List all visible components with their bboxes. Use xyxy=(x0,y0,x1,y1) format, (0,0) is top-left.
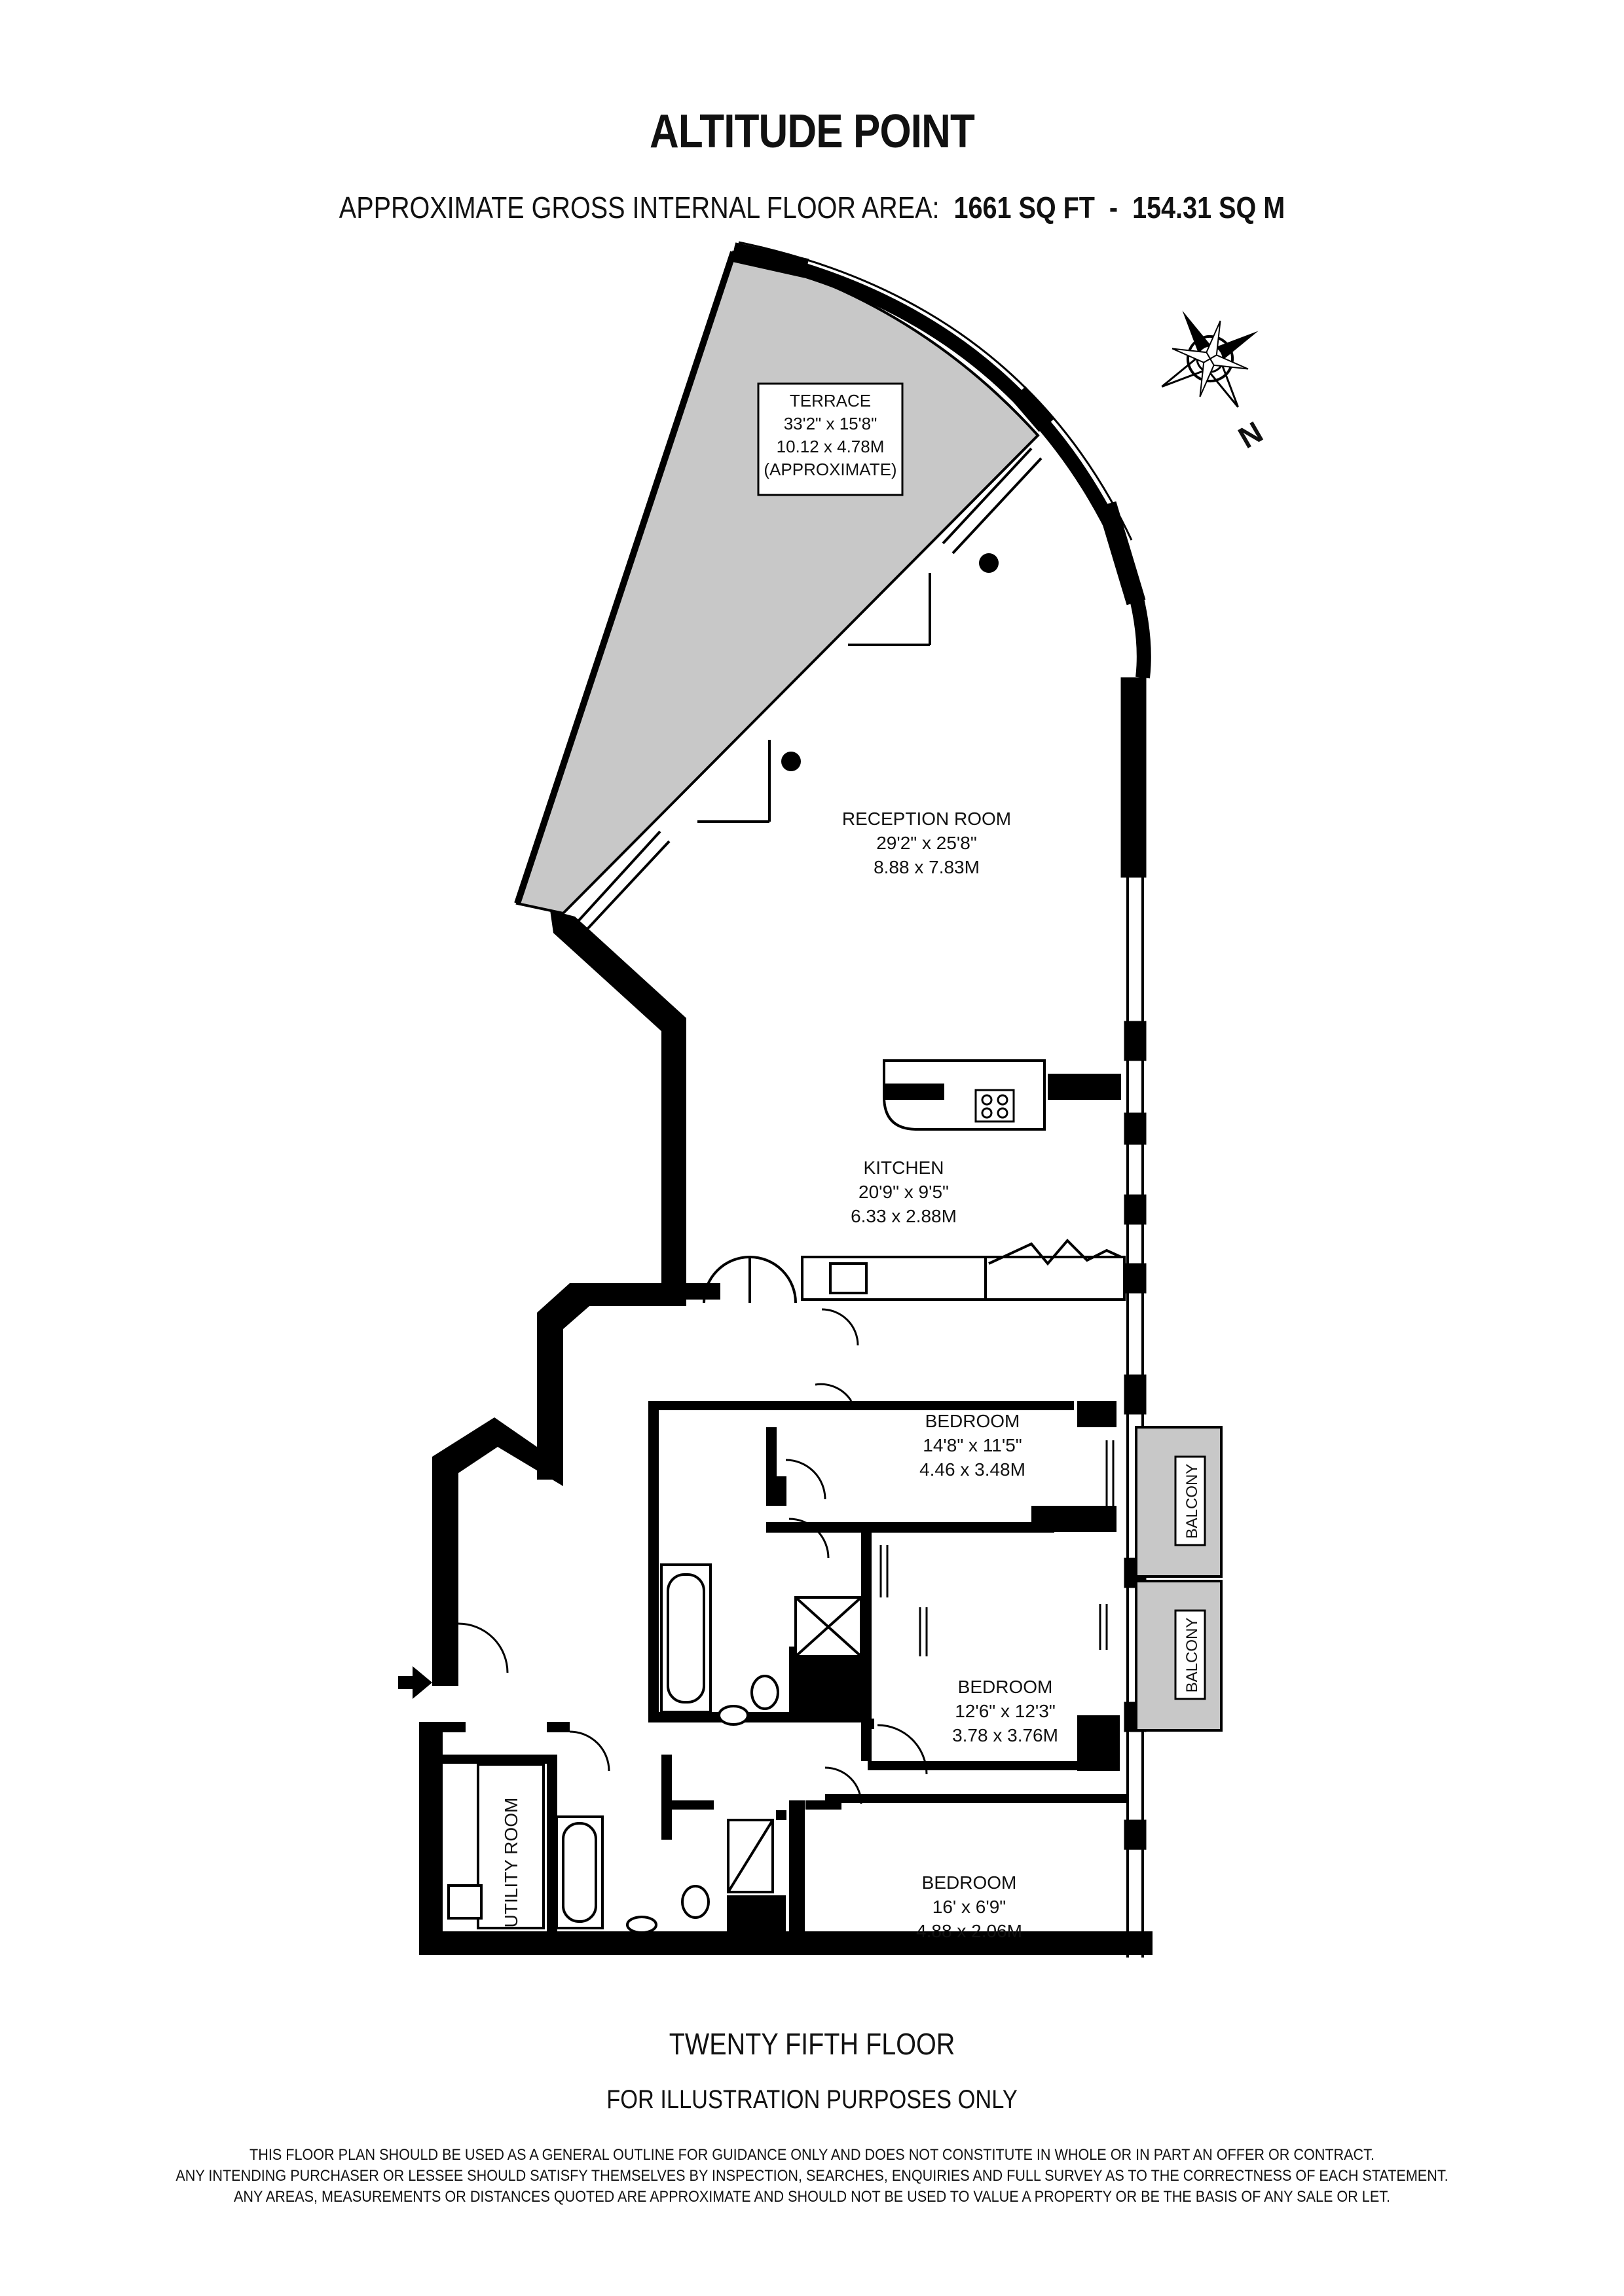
reception-metric: 8.88 x 7.83M xyxy=(874,857,980,877)
hob-icon xyxy=(974,1089,1015,1123)
sink-icon xyxy=(829,1262,868,1294)
utility-counter xyxy=(447,1763,545,1929)
disclaimer: THIS FLOOR PLAN SHOULD BE USED AS A GENE… xyxy=(140,2145,1484,2208)
kitchen-metric: 6.33 x 2.88M xyxy=(851,1206,957,1226)
floor-area-sqm: 154.31 SQ M xyxy=(1132,191,1285,225)
bedroom-3-metric: 4.88 x 2.06M xyxy=(916,1921,1022,1941)
kitchen-label: KITCHEN 20'9" x 9'5" 6.33 x 2.88M xyxy=(851,1157,957,1226)
terrace-name: TERRACE xyxy=(790,391,871,410)
balcony-1-label: BALCONY xyxy=(1183,1464,1201,1539)
reception-name: RECEPTION ROOM xyxy=(842,809,1011,829)
bedroom-1-label: BEDROOM 14'8" x 11'5" 4.46 x 3.48M xyxy=(919,1411,1025,1480)
east-glazing xyxy=(1120,677,1147,1958)
bedroom-3-label: BEDROOM 16' x 6'9" 4.88 x 2.06M xyxy=(916,1872,1022,1941)
reception-label: RECEPTION ROOM 29'2" x 25'8" 8.88 x 7.83… xyxy=(842,809,1011,877)
bedroom-2-label: BEDROOM 12'6" x 12'3" 3.78 x 3.76M xyxy=(952,1677,1058,1745)
toilet-icon xyxy=(750,1675,779,1710)
floor-area-summary: APPROXIMATE GROSS INTERNAL FLOOR AREA: 1… xyxy=(114,190,1511,225)
washbasin-icon xyxy=(718,1705,749,1726)
balcony-2 xyxy=(1135,1580,1223,1732)
window-glazing xyxy=(576,447,1043,931)
balcony-1 xyxy=(1135,1426,1223,1578)
terrace-label: TERRACE 33'2" x 15'8" 10.12 x 4.78M (APP… xyxy=(757,382,904,496)
kitchen-imperial: 20'9" x 9'5" xyxy=(858,1182,949,1202)
disclaimer-line: ANY INTENDING PURCHASER OR LESSEE SHOULD… xyxy=(175,2167,1449,2185)
disclaimer-line: ANY AREAS, MEASUREMENTS OR DISTANCES QUO… xyxy=(233,2188,1391,2206)
toilet-icon xyxy=(681,1885,710,1919)
bedroom-1-imperial: 14'8" x 11'5" xyxy=(923,1435,1022,1455)
bedroom-2-name: BEDROOM xyxy=(958,1677,1053,1697)
kitchen-island xyxy=(883,1059,1046,1131)
utility-room-label: UTILITY ROOM xyxy=(501,1798,521,1928)
kitchen-counter xyxy=(801,1239,1126,1301)
internal-doors[interactable] xyxy=(458,1308,928,1804)
bedroom-3-imperial: 16' x 6'9" xyxy=(932,1897,1006,1917)
disclaimer-line: THIS FLOOR PLAN SHOULD BE USED AS A GENE… xyxy=(249,2146,1375,2164)
terrace-metric: 10.12 x 4.78M xyxy=(777,437,885,456)
bathroom-1 xyxy=(660,1563,862,1726)
floor-area-separator: - xyxy=(1109,191,1118,225)
floor-area-label: APPROXIMATE GROSS INTERNAL FLOOR AREA: xyxy=(339,191,940,225)
bathroom-2 xyxy=(555,1815,774,1934)
kitchen-double-door[interactable] xyxy=(703,1255,797,1303)
column xyxy=(979,553,999,573)
plan-title: ALTITUDE POINT xyxy=(650,105,975,158)
wardrobe-arrows xyxy=(879,1440,1115,1656)
bedroom-2-imperial: 12'6" x 12'3" xyxy=(955,1701,1056,1721)
bedroom-2-metric: 3.78 x 3.76M xyxy=(952,1725,1058,1745)
walls xyxy=(419,910,1153,1955)
entrance-arrow-icon xyxy=(398,1666,432,1699)
balcony-2-label: BALCONY xyxy=(1183,1618,1201,1693)
curved-facade xyxy=(731,241,1151,679)
terrace-imperial: 33'2" x 15'8" xyxy=(784,414,877,433)
terrace-note: (APPROXIMATE) xyxy=(764,460,896,479)
floor-area-sqft: 1661 SQ FT xyxy=(953,191,1095,225)
kitchen-name: KITCHEN xyxy=(864,1157,944,1178)
compass-north-label: N xyxy=(1232,414,1268,455)
illustration-note: FOR ILLUSTRATION PURPOSES ONLY xyxy=(606,2085,1018,2114)
bedroom-1-metric: 4.46 x 3.48M xyxy=(919,1459,1025,1480)
bedroom-1-name: BEDROOM xyxy=(925,1411,1020,1431)
bedroom-3-name: BEDROOM xyxy=(922,1872,1017,1893)
compass-icon xyxy=(1161,310,1259,408)
floor-name: TWENTY FIFTH FLOOR xyxy=(669,2027,955,2061)
terrace-railing xyxy=(514,251,737,905)
column xyxy=(781,752,801,771)
sink-icon xyxy=(447,1884,483,1920)
washbasin-icon xyxy=(626,1916,657,1934)
reception-imperial: 29'2" x 25'8" xyxy=(876,833,977,853)
